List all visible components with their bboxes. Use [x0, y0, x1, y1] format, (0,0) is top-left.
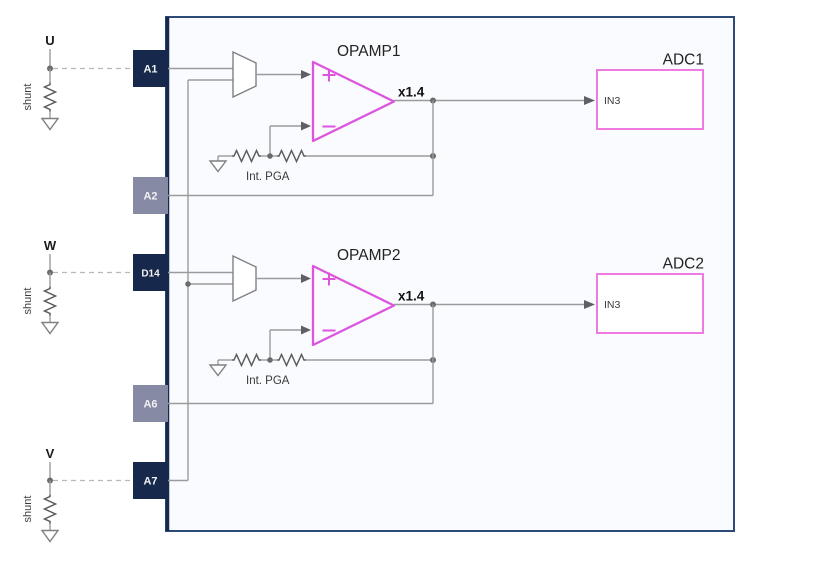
shunt-resistor-icon	[42, 286, 58, 316]
resistor-icon	[277, 148, 306, 164]
arrowhead-icon	[584, 96, 595, 105]
pin-box[interactable]	[133, 177, 168, 214]
pin-label: A1	[143, 64, 157, 76]
plus-icon	[322, 68, 336, 82]
ground-icon	[40, 117, 60, 131]
pin-label: A2	[143, 191, 157, 203]
adc-input-label: IN3	[604, 95, 621, 107]
pin-box[interactable]	[133, 254, 168, 291]
pin-label: D14	[141, 269, 160, 280]
adc-title: ADC2	[663, 256, 704, 273]
opamp-triangle-icon[interactable]	[311, 60, 396, 143]
phase-group-w: W shunt	[22, 238, 133, 335]
opamp-triangle-icon[interactable]	[311, 264, 396, 347]
shunt-resistor-icon	[42, 82, 58, 112]
pin-box[interactable]	[133, 50, 168, 87]
ground-icon	[40, 321, 60, 335]
pins: A1 A2 D14 A6 A7	[133, 50, 168, 499]
shunt-label: shunt	[22, 288, 34, 315]
junction-dot	[185, 281, 191, 287]
ground-icon	[40, 529, 60, 543]
pin-a6[interactable]: A6	[133, 385, 168, 422]
arrowhead-icon	[301, 325, 311, 335]
arrowhead-icon	[584, 300, 595, 309]
shunt-label: shunt	[22, 84, 34, 111]
pin-label: A6	[143, 399, 157, 411]
ground-icon	[208, 364, 228, 377]
phase-group-v: V shunt	[22, 446, 133, 543]
arrowhead-icon	[301, 70, 311, 79]
plus-icon	[322, 272, 336, 286]
channel-1: OPAMP1 Int. PGA x1.4 ADC1 IN3	[168, 43, 704, 197]
channel-2: OPAMP2 Int. PGA x1.4 ADC2 IN3	[168, 247, 704, 405]
phase-label: V	[46, 446, 55, 461]
resistor-icon	[232, 352, 261, 368]
resistor-icon	[277, 352, 306, 368]
shunt-label: shunt	[22, 496, 34, 523]
pin-a2[interactable]: A2	[133, 177, 168, 214]
mux-icon[interactable]	[232, 50, 257, 99]
opamp-title: OPAMP1	[337, 43, 400, 60]
pga-label: Int. PGA	[246, 375, 290, 387]
phase-label: W	[44, 238, 57, 253]
resistor-icon	[232, 148, 261, 164]
pin-box[interactable]	[133, 385, 168, 422]
pin-box[interactable]	[133, 462, 168, 499]
pin-d14[interactable]: D14	[133, 254, 168, 291]
pin-label: A7	[143, 476, 157, 488]
ground-icon	[208, 160, 228, 173]
junction-dot	[267, 153, 273, 159]
shunt-resistor-icon	[42, 494, 58, 524]
junction-dot	[267, 357, 273, 363]
adc-title: ADC1	[663, 52, 704, 69]
v-phase-routing	[168, 79, 233, 482]
pin-a7[interactable]: A7	[133, 462, 168, 499]
phase-group-u: U shunt	[22, 33, 133, 131]
pga-label: Int. PGA	[246, 171, 290, 183]
adc-block[interactable]	[596, 273, 704, 334]
arrowhead-icon	[301, 274, 311, 283]
adc-block[interactable]	[596, 69, 704, 130]
arrowhead-icon	[301, 121, 311, 131]
phase-label: U	[45, 33, 54, 48]
gain-label: x1.4	[398, 289, 425, 304]
pin-a1[interactable]: A1	[133, 50, 168, 87]
adc-input-label: IN3	[604, 299, 621, 311]
opamp-title: OPAMP2	[337, 247, 400, 264]
mux-icon[interactable]	[232, 254, 257, 303]
gain-label: x1.4	[398, 85, 425, 100]
